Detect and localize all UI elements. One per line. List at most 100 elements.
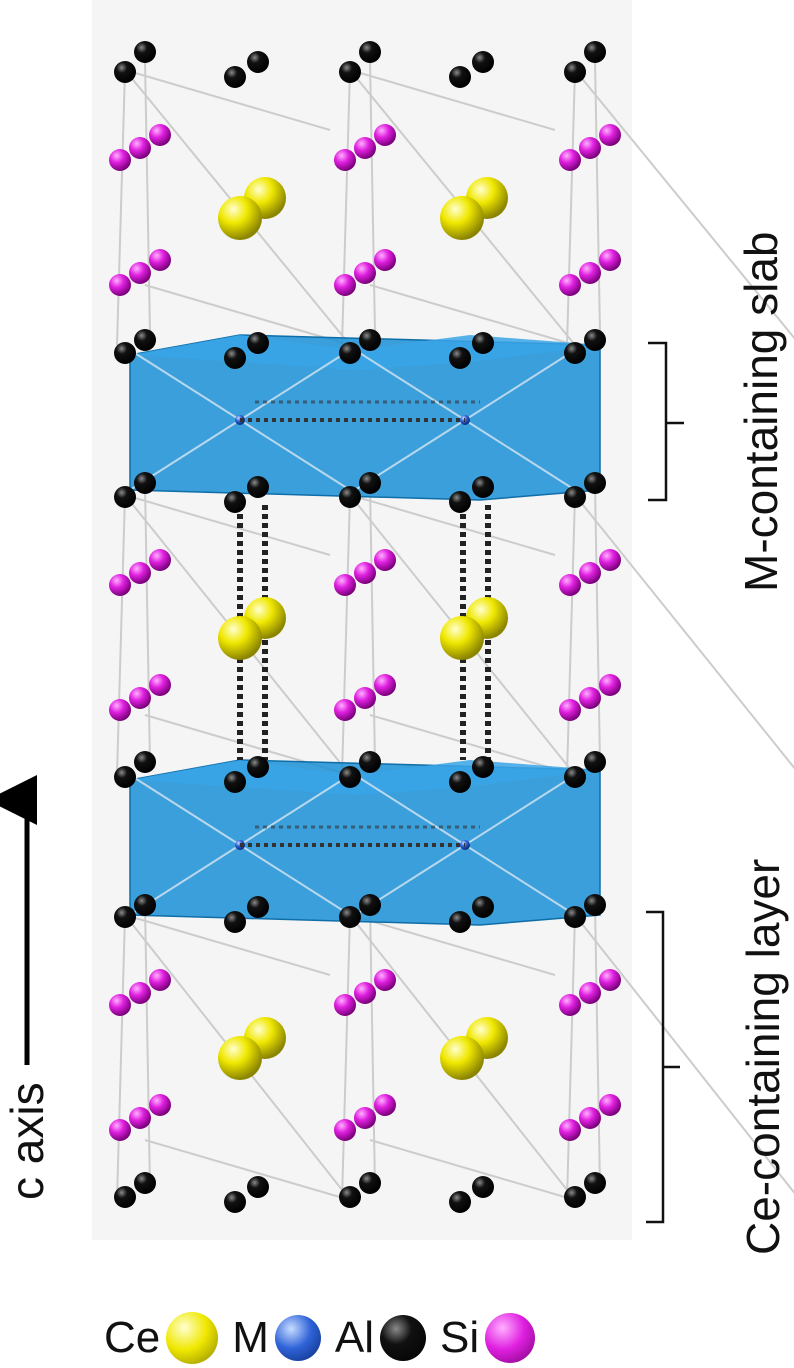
si-atom (599, 674, 621, 696)
si-atom (149, 1094, 171, 1116)
m-al-bond (129, 774, 241, 846)
ce-atom (440, 616, 484, 660)
legend-item-al: Al (334, 1313, 427, 1363)
m-al-bond (239, 419, 351, 491)
bond-line (369, 714, 576, 776)
bond-line (369, 59, 376, 334)
m-al-bond (464, 419, 576, 491)
m-atom-icon (274, 1315, 321, 1361)
bond-line (124, 494, 331, 556)
si-atom (354, 687, 376, 709)
si-atom (109, 1119, 131, 1141)
si-atom (334, 274, 356, 296)
al-atom (114, 766, 136, 788)
si-atom (579, 687, 601, 709)
al-atom (134, 751, 156, 773)
si-atom (559, 1119, 581, 1141)
si-atom (579, 1107, 601, 1129)
bond-line (116, 69, 126, 346)
si-atom (354, 262, 376, 284)
si-atom (109, 994, 131, 1016)
al-atom (224, 66, 246, 88)
al-atom (114, 1186, 136, 1208)
legend-symbol-al: Al (334, 1313, 375, 1362)
si-atom (374, 124, 396, 146)
al-atom (449, 491, 471, 513)
al-atom (472, 1176, 494, 1198)
bond-line (566, 69, 576, 346)
si-atom (334, 699, 356, 721)
m-al-bond (464, 774, 576, 846)
si-atom (559, 149, 581, 171)
al-atom (247, 51, 269, 73)
al-atom (247, 756, 269, 778)
m-al-bond (354, 774, 466, 846)
al-atom (472, 896, 494, 918)
al-atom (339, 766, 361, 788)
si-atom (354, 1107, 376, 1129)
m-al-bond (239, 349, 351, 421)
si-atom (129, 137, 151, 159)
si-atom (579, 982, 601, 1004)
si-atom (374, 674, 396, 696)
si-atom (579, 262, 601, 284)
m-slab-brace (648, 341, 684, 502)
si-atom (149, 674, 171, 696)
m-al-bond (239, 774, 351, 846)
c-axis-label: c axis (1, 1082, 53, 1200)
al-atom (564, 906, 586, 928)
al-atom (247, 896, 269, 918)
al-atom (449, 771, 471, 793)
al-atom (247, 332, 269, 354)
ce-atom (440, 1036, 484, 1080)
bond-line (574, 69, 794, 340)
al-atom (339, 906, 361, 928)
m-al-bond (239, 844, 351, 916)
al-atom (584, 894, 606, 916)
bond-line (574, 914, 794, 1195)
bond-line (144, 284, 351, 346)
si-atom (109, 699, 131, 721)
al-atom (134, 894, 156, 916)
m-slab-label: M-containing slab (735, 231, 787, 592)
si-atom (129, 687, 151, 709)
al-atom (339, 61, 361, 83)
si-atom (599, 549, 621, 571)
bond-line (144, 59, 151, 334)
al-atom (339, 1186, 361, 1208)
bond-line (124, 914, 331, 976)
al-atom (224, 347, 246, 369)
si-atom (334, 149, 356, 171)
si-atom (559, 574, 581, 596)
ce-atom (218, 616, 262, 660)
bond-line (369, 1139, 576, 1201)
si-atom (559, 699, 581, 721)
legend-item-ce: Ce (104, 1312, 219, 1364)
si-atom (374, 1094, 396, 1116)
al-atom (584, 41, 606, 63)
si-atom (374, 549, 396, 571)
al-atom (564, 1186, 586, 1208)
al-atom (224, 491, 246, 513)
al-atom (359, 41, 381, 63)
si-atom (149, 124, 171, 146)
al-atom (339, 342, 361, 364)
bond-line (116, 914, 126, 1201)
bond-line (349, 69, 556, 131)
si-atom (559, 994, 581, 1016)
bond-line (341, 914, 351, 1201)
si-atom (559, 274, 581, 296)
al-atom (359, 1172, 381, 1194)
al-atom (564, 486, 586, 508)
legend-item-si: Si (440, 1313, 536, 1363)
si-atom (149, 249, 171, 271)
al-atom (359, 894, 381, 916)
bond-line (594, 904, 601, 1189)
ce-layer-label: Ce-containing layer (737, 858, 789, 1255)
al-atom (134, 41, 156, 63)
bond-line (349, 914, 556, 976)
si-atom (149, 969, 171, 991)
ce-atom-icon (166, 1312, 219, 1364)
si-atom (354, 982, 376, 1004)
